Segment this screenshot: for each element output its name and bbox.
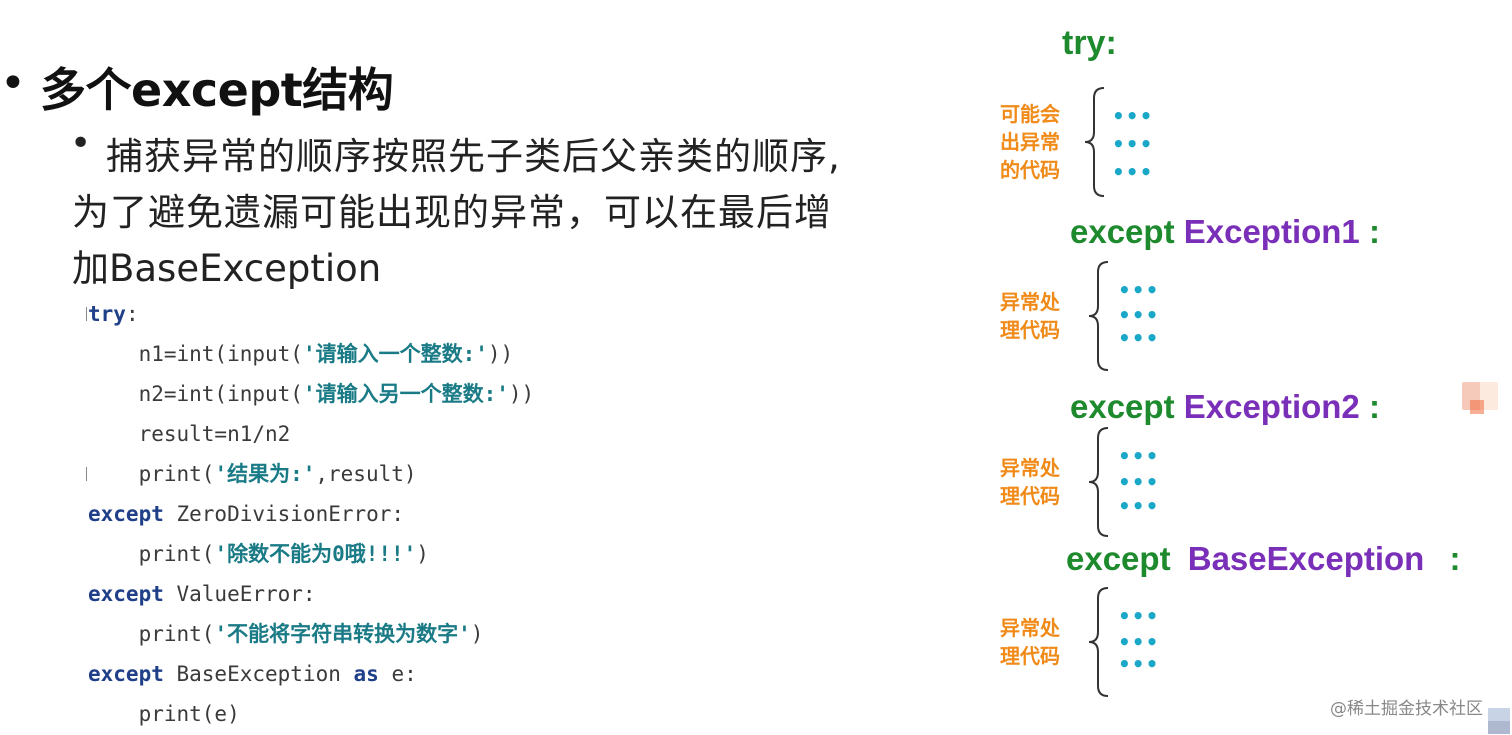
code-line: print('结果为:',result): [88, 460, 417, 488]
code-text: ): [470, 622, 484, 646]
code-text: BaseException: [163, 662, 354, 686]
code-keyword: except: [88, 502, 164, 526]
ellipsis-icon: •••: [1118, 494, 1160, 518]
exception-name: Exception2: [1183, 388, 1360, 425]
ellipsis-icon: •••: [1118, 278, 1160, 302]
colon: :: [1449, 540, 1461, 577]
ellipsis-icon: •••: [1118, 444, 1160, 468]
left-brace-icon: [1088, 427, 1109, 537]
code-keyword: except: [88, 662, 164, 686]
code-string: '结果为:': [214, 462, 316, 486]
code-text: )): [508, 382, 535, 406]
code-margin-mark: [86, 467, 87, 481]
sub-bullet: •: [70, 123, 92, 164]
code-string: '请输入另一个整数:': [302, 382, 509, 406]
code-line: print('除数不能为0哦!!!'): [88, 540, 429, 568]
code-line: print(e): [88, 702, 240, 726]
ellipsis-icon: •••: [1118, 326, 1160, 350]
note-line: 理代码: [1000, 484, 1060, 508]
except-keyword: except: [1070, 213, 1175, 250]
code-line: except ZeroDivisionError:: [88, 500, 404, 528]
code-text: ,result): [315, 462, 417, 486]
note-line: 异常处: [1000, 290, 1060, 314]
diagram-except-exception1: except Exception1 :: [1070, 213, 1380, 251]
code-text: n2=int(input(: [88, 382, 303, 406]
code-text: ValueError:: [163, 582, 316, 606]
code-line: n1=int(input('请输入一个整数:')): [88, 340, 514, 368]
code-line: n2=int(input('请输入另一个整数:')): [88, 380, 535, 408]
code-text: print(: [88, 622, 215, 646]
diagram-note-try: 可能会 出异常 的代码: [1000, 100, 1060, 184]
left-brace-icon: [1084, 87, 1105, 197]
except-keyword: except: [1070, 388, 1175, 425]
ellipsis-icon: •••: [1112, 132, 1154, 156]
note-line: 可能会: [1000, 102, 1060, 126]
code-string: '不能将字符串转换为数字': [214, 622, 471, 646]
note-line: 的代码: [1000, 158, 1060, 182]
except-keyword: except: [1066, 540, 1171, 577]
exception-name: Exception1: [1183, 213, 1360, 250]
code-text: print(: [88, 542, 215, 566]
ellipsis-icon: •••: [1118, 470, 1160, 494]
watermark: @稀土掘金技术社区: [1330, 699, 1483, 719]
diagram-except-exception2: except Exception2 :: [1070, 388, 1380, 426]
left-brace-icon: [1088, 261, 1109, 371]
code-text: e:: [378, 662, 417, 686]
ellipsis-icon: •••: [1112, 104, 1154, 128]
code-text: ): [416, 542, 429, 566]
ellipsis-icon: •••: [1112, 160, 1154, 184]
code-text: n1=int(input(: [88, 342, 303, 366]
note-line: 异常处: [1000, 616, 1060, 640]
code-text: )): [487, 342, 514, 366]
sub-text-line-2: 为了避免遗漏可能出现的异常，可以在最后增: [72, 191, 832, 234]
code-line: try:: [88, 300, 139, 328]
diagram-note-handler: 异常处 理代码: [1000, 288, 1060, 344]
corner-widget-icon[interactable]: [1488, 708, 1510, 734]
code-keyword: as: [353, 662, 379, 686]
note-line: 理代码: [1000, 318, 1060, 342]
slide-heading: 多个except结构: [40, 63, 394, 117]
diagram-except-baseexception: except BaseException :: [1066, 540, 1461, 578]
floating-widget-dot: [1470, 400, 1484, 414]
code-margin-mark: [86, 307, 87, 321]
code-keyword: except: [88, 582, 164, 606]
diagram-note-handler: 异常处 理代码: [1000, 614, 1060, 670]
heading-bullet: •: [0, 58, 26, 109]
code-line: except BaseException as e:: [88, 660, 417, 688]
note-line: 理代码: [1000, 644, 1060, 668]
note-line: 异常处: [1000, 456, 1060, 480]
code-text: ZeroDivisionError:: [163, 502, 405, 526]
code-line: except ValueError:: [88, 580, 316, 608]
code-string: '除数不能为0哦!!!': [214, 542, 417, 566]
ellipsis-icon: •••: [1118, 630, 1160, 654]
code-string: '请输入一个整数:': [302, 342, 488, 366]
diagram-note-handler: 异常处 理代码: [1000, 454, 1060, 510]
code-line: print('不能将字符串转换为数字'): [88, 620, 484, 648]
ellipsis-icon: •••: [1118, 652, 1160, 676]
left-brace-icon: [1088, 587, 1109, 697]
ellipsis-icon: •••: [1118, 303, 1160, 327]
code-keyword: try: [88, 302, 126, 326]
ellipsis-icon: •••: [1118, 604, 1160, 628]
exception-name: BaseException: [1187, 540, 1425, 577]
sub-text-line-3: 加BaseException: [72, 247, 382, 290]
code-text: print(: [88, 462, 215, 486]
note-line: 出异常: [1000, 130, 1060, 154]
colon: :: [1368, 213, 1380, 250]
code-line: result=n1/n2: [88, 422, 291, 446]
diagram-try-label: try:: [1062, 24, 1117, 62]
code-text: :: [125, 302, 139, 326]
sub-text-line-1: 捕获异常的顺序按照先子类后父亲类的顺序,: [106, 135, 841, 178]
colon: :: [1368, 388, 1380, 425]
